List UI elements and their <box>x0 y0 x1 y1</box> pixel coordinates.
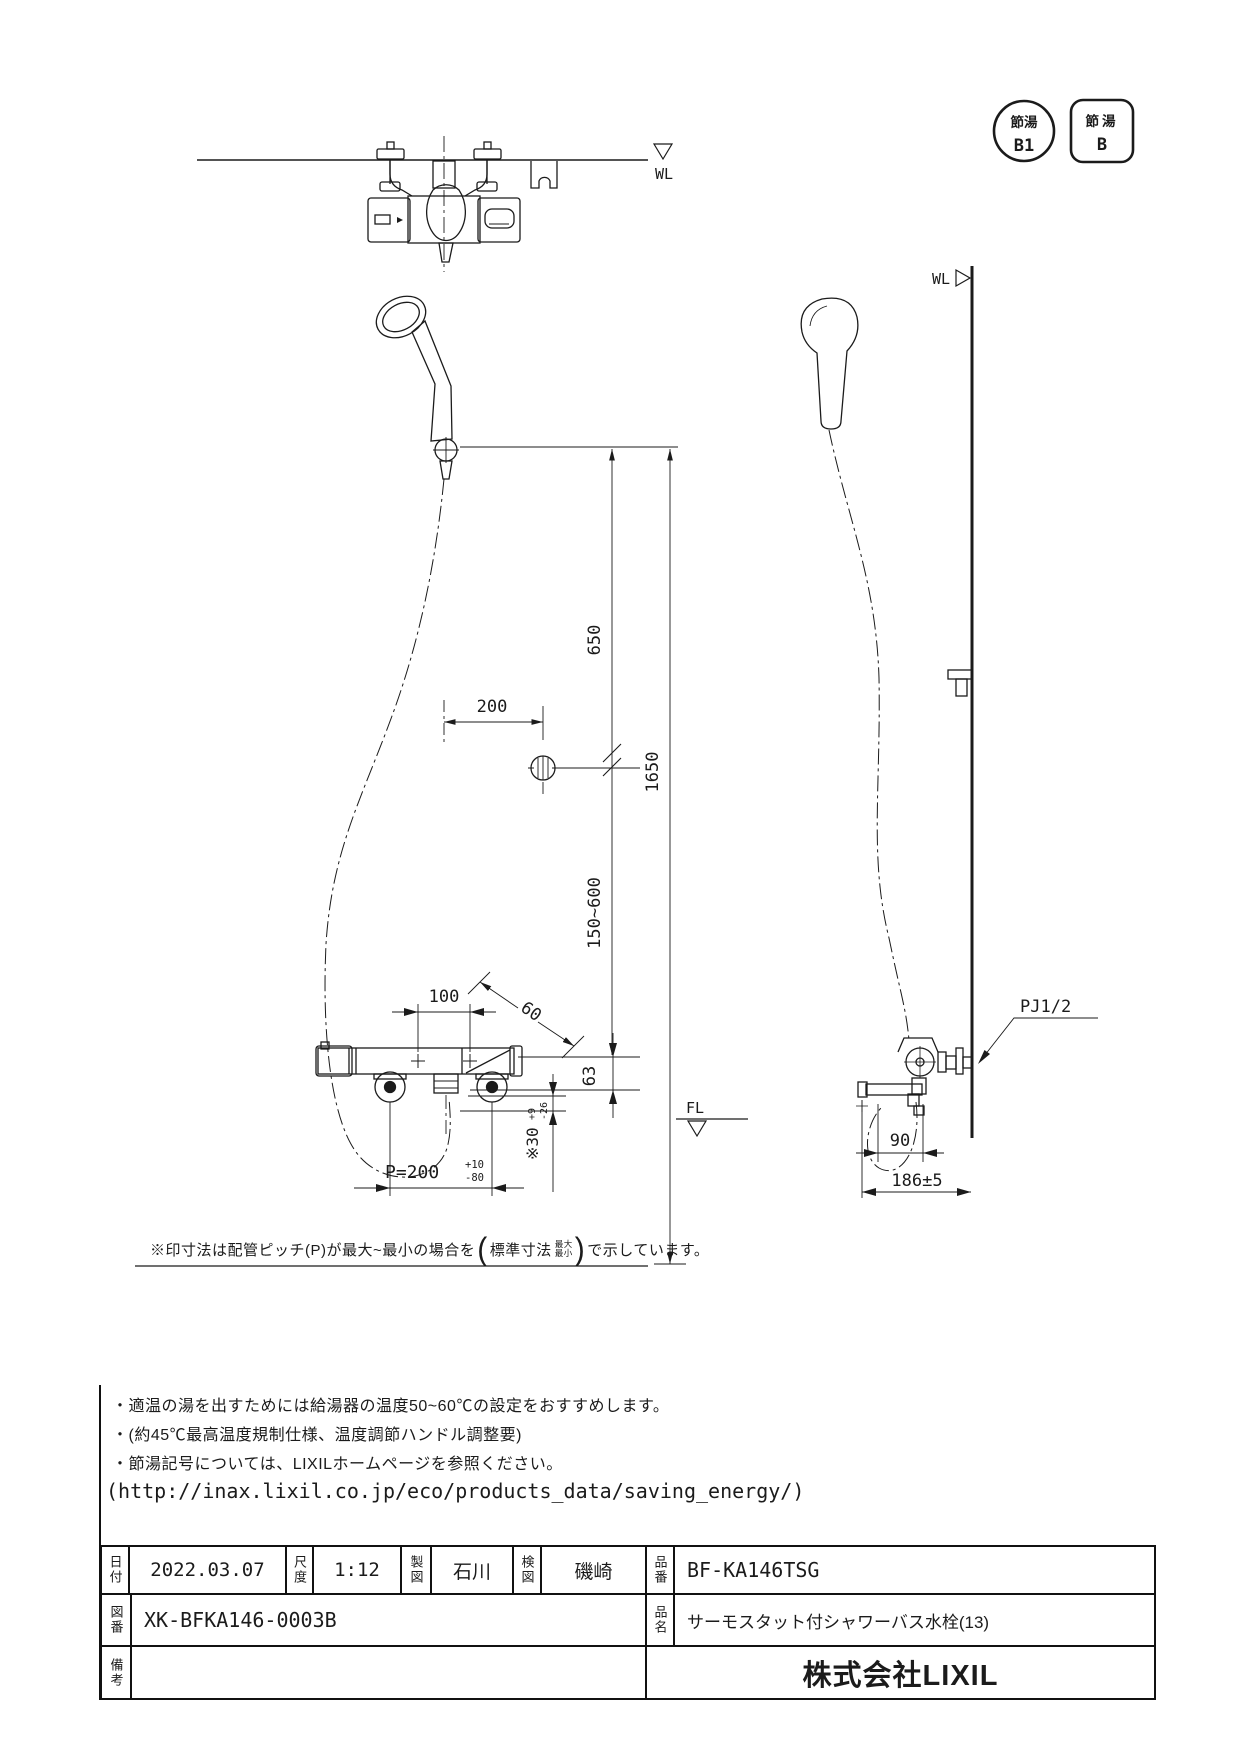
fl-triangle-icon <box>686 1120 708 1138</box>
part-no-value: BF-KA146TSG <box>687 1558 820 1582</box>
wl-label-side: WL <box>932 270 950 288</box>
max-min-stack: 最大 最小 <box>554 1238 573 1259</box>
front-dimension-labels: 650 150~600 1650 200 100 60 63 P=200 +10… <box>385 625 663 1184</box>
title-block-row-2: 図番 XK-BFKA146-0003B 品名 サーモスタット付シャワーバス水栓(… <box>102 1595 1154 1647</box>
scale-label-cell: 尺度 <box>287 1547 314 1593</box>
pj-label: PJ1/2 <box>1020 997 1071 1017</box>
setsuyu-b1-text: 節湯 <box>1011 114 1039 130</box>
paren-open: ( <box>477 1231 488 1267</box>
check-label-cell: 検図 <box>514 1547 542 1593</box>
dimension-note-suffix: で示しています。 <box>587 1241 710 1259</box>
dimension-note: ※印寸法は配管ピッチ(P)が最大~最小の場合を ( 標準寸法 最大 最小 ) で… <box>150 1232 709 1266</box>
title-block-row-3: 備考 株式会社LIXIL <box>102 1647 1154 1698</box>
dim-30-tol-plus: +9 <box>527 1108 538 1120</box>
date-value: 2022.03.07 <box>130 1547 287 1593</box>
dim-200: 200 <box>477 697 508 717</box>
side-dimension-labels: WL FL PJ1/2 90 186±5 <box>686 270 1071 1191</box>
dim-150-600: 150~600 <box>585 877 605 949</box>
dim-1650: 1650 <box>643 752 663 793</box>
setsuyu-b-grade: B <box>1097 135 1107 155</box>
dim-30: ※30 <box>523 1127 542 1160</box>
note-line-1: ・適温の湯を出すためには給湯器の温度50~60℃の設定をおすすめします。 <box>112 1398 670 1415</box>
dim-650: 650 <box>585 625 605 656</box>
name-value: サーモスタット付シャワーバス水栓(13) <box>687 1612 990 1632</box>
setsuyu-b-text: 節湯 <box>1086 113 1119 129</box>
scale-value: 1:12 <box>314 1547 402 1593</box>
dim-pitch-tol-minus: -80 <box>465 1172 484 1184</box>
dim-pitch: P=200 <box>385 1162 439 1183</box>
dim-90: 90 <box>890 1131 910 1151</box>
side-dimensions <box>856 1017 1098 1198</box>
dim-30-tol-minus: -26 <box>539 1102 550 1120</box>
shower-head-front <box>375 295 427 339</box>
front-view <box>315 295 523 1178</box>
check-value: 磯崎 <box>542 1547 647 1593</box>
front-dimensions <box>135 446 686 1267</box>
plan-view <box>197 136 674 272</box>
dim-100: 100 <box>429 987 460 1007</box>
stack-min: 最小 <box>554 1248 573 1258</box>
setsuyu-b1-badge-icon <box>992 99 1056 163</box>
fl-label: FL <box>686 1099 704 1117</box>
remarks-value <box>132 1647 647 1698</box>
draft-label-cell: 製図 <box>402 1547 432 1593</box>
draft-value: 石川 <box>432 1547 514 1593</box>
shower-hose-front <box>324 478 451 1178</box>
note-line-2: ・(約45℃最高温度規制仕様、温度調節ハンドル調整要) <box>112 1427 522 1444</box>
dim-60: 60 <box>517 998 545 1026</box>
pj-leader-line <box>980 1017 1098 1061</box>
name-label-cell: 品名 <box>647 1595 675 1645</box>
wl-label-plan: WL <box>655 165 673 183</box>
dim-63: 63 <box>580 1066 600 1086</box>
eco-badges: 節湯 B1 節湯 B <box>992 98 1135 164</box>
wl-triangle-side-icon <box>955 268 972 288</box>
wl-triangle-plan-icon <box>652 143 674 161</box>
setsuyu-b-badge-icon <box>1069 98 1135 164</box>
dim-pitch-tol-plus: +10 <box>465 1159 484 1171</box>
part-no-label-cell: 品番 <box>647 1547 675 1593</box>
note-url: (http://inax.lixil.co.jp/eco/products_da… <box>106 1479 805 1503</box>
side-view <box>676 266 974 1172</box>
dimension-note-inside: 標準寸法 <box>489 1241 552 1259</box>
dim-186: 186±5 <box>891 1171 942 1191</box>
paren-close: ) <box>574 1231 586 1267</box>
dwg-no-label-cell: 図番 <box>102 1595 132 1645</box>
setsuyu-b1-grade: B1 <box>1014 136 1034 156</box>
note-line-3: ・節湯記号については、LIXILホームページを参照ください。 <box>112 1456 563 1473</box>
title-block-row-1: 日付 2022.03.07 尺度 1:12 製図 石川 検図 磯崎 品番 BF-… <box>102 1547 1154 1595</box>
dwg-no-value: XK-BFKA146-0003B <box>132 1595 647 1645</box>
stack-max: 最大 <box>554 1238 573 1249</box>
company-logo: 株式会社LIXIL <box>802 1659 999 1692</box>
remarks-label-cell: 備考 <box>102 1647 132 1698</box>
date-label-cell: 日付 <box>102 1547 130 1593</box>
title-block: 日付 2022.03.07 尺度 1:12 製図 石川 検図 磯崎 品番 BF-… <box>100 1545 1156 1700</box>
dimension-note-prefix: ※印寸法は配管ピッチ(P)が最大~最小の場合を <box>150 1241 476 1259</box>
